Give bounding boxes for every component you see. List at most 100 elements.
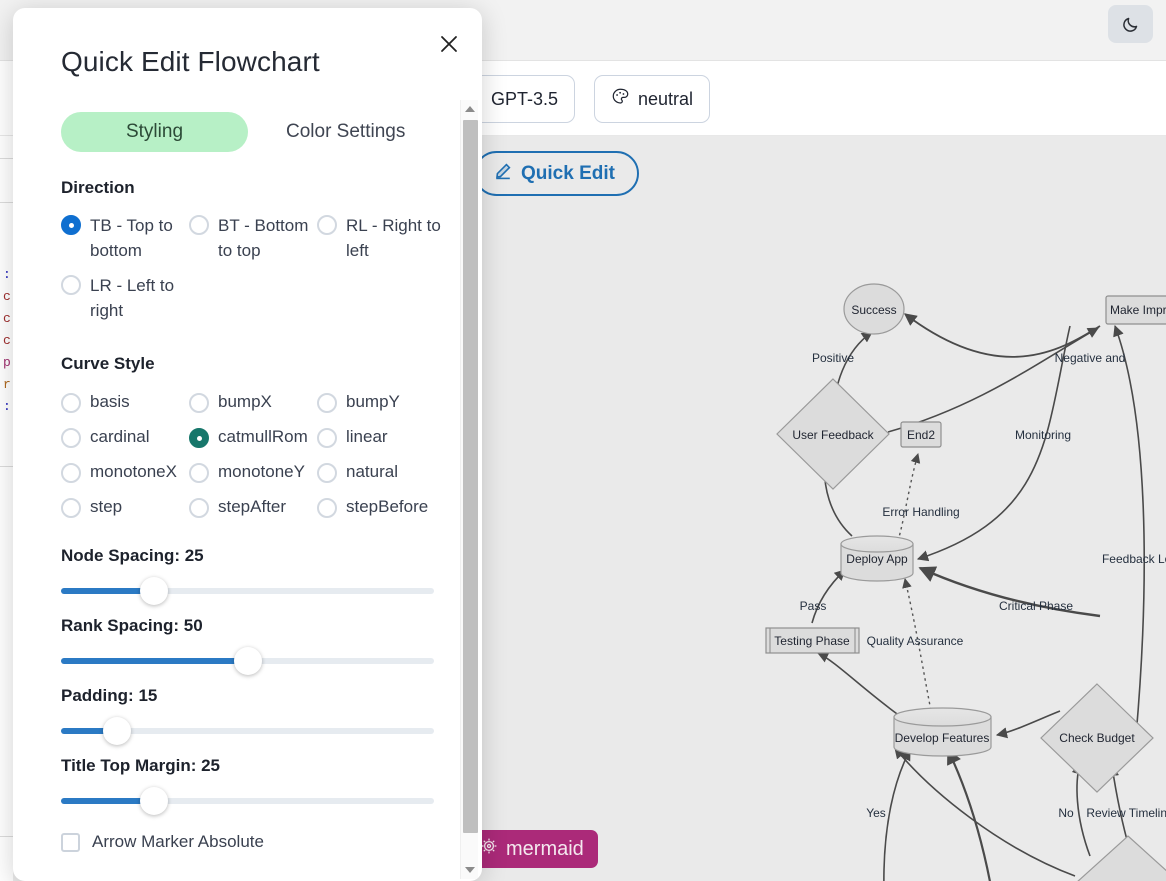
- radio-label: stepBefore: [346, 497, 429, 516]
- quick-edit-button[interactable]: Quick Edit: [474, 151, 639, 196]
- code-editor-sliver[interactable]: : c c c p r :: [0, 136, 13, 881]
- slider-track[interactable]: [61, 717, 434, 745]
- svg-text:Monitoring: Monitoring: [1015, 428, 1071, 442]
- toolbar-row: GPT-3.5 neutral: [0, 61, 1166, 136]
- arrow-marker-absolute-checkbox[interactable]: [61, 832, 80, 852]
- modal-title: Quick Edit Flowchart: [61, 46, 320, 77]
- slider-label: Node Spacing: 25: [61, 546, 204, 565]
- quick-edit-label: Quick Edit: [521, 162, 615, 184]
- pencil-icon: [494, 162, 512, 186]
- slider-node-spacing: Node Spacing: 25: [61, 546, 434, 605]
- slider-track[interactable]: [61, 647, 434, 675]
- modal-scrollbar[interactable]: [460, 100, 478, 879]
- slider-track[interactable]: [61, 787, 434, 815]
- mermaid-badge[interactable]: mermaid: [466, 830, 598, 868]
- radio-direction-bt[interactable]: BT - Bottom to top: [189, 208, 317, 268]
- svg-text:Negative and: Negative and: [1055, 351, 1126, 365]
- dark-mode-toggle[interactable]: [1108, 5, 1153, 43]
- svg-text:No: No: [1058, 806, 1074, 820]
- radio-label: stepAfter: [218, 497, 287, 516]
- close-icon[interactable]: [434, 29, 464, 59]
- radio-indicator: [61, 462, 81, 483]
- scroll-down-arrow-icon[interactable]: [461, 861, 479, 879]
- theme-selector-button[interactable]: neutral: [594, 75, 711, 123]
- scroll-up-arrow-icon[interactable]: [461, 100, 479, 118]
- arrow-marker-absolute-label: Arrow Marker Absolute: [92, 832, 264, 851]
- radio-direction-tb[interactable]: TB - Top to bottom: [61, 208, 189, 268]
- svg-text:Critical Phase: Critical Phase: [999, 599, 1073, 613]
- slider-title-top-margin: Title Top Margin: 25: [61, 756, 434, 815]
- radio-direction-rl[interactable]: RL - Right to left: [317, 208, 445, 268]
- radio-label: step: [90, 497, 123, 516]
- radio-curve-cardinal[interactable]: cardinal: [61, 419, 189, 454]
- radio-curve-basis[interactable]: basis: [61, 384, 189, 419]
- svg-text:Error Handling: Error Handling: [882, 505, 959, 519]
- arrow-marker-absolute-row[interactable]: Arrow Marker Absolute: [61, 832, 434, 881]
- model-selector-button[interactable]: GPT-3.5: [474, 75, 576, 123]
- modal-tabs: Styling Color Settings: [61, 98, 434, 152]
- radio-curve-stepbefore[interactable]: stepBefore: [317, 489, 445, 524]
- curve-style-radio-group: basis bumpX bumpY cardinal: [61, 384, 434, 524]
- svg-text:Yes: Yes: [866, 806, 886, 820]
- radio-indicator: [189, 215, 209, 235]
- radio-label: bumpX: [218, 392, 272, 411]
- code-line: :: [3, 267, 11, 282]
- slider-thumb[interactable]: [140, 577, 169, 605]
- slider-padding: Padding: 15: [61, 686, 434, 745]
- svg-text:Check Budget: Check Budget: [1059, 731, 1135, 745]
- svg-text:Review Timeline: Review Timeline: [1086, 806, 1166, 820]
- radio-curve-monotoney[interactable]: monotoneY: [189, 454, 317, 489]
- slider-thumb[interactable]: [102, 717, 131, 745]
- palette-icon: [611, 87, 630, 111]
- code-line: c: [3, 311, 11, 326]
- radio-indicator: [61, 392, 81, 413]
- radio-curve-monotonex[interactable]: monotoneX: [61, 454, 189, 489]
- radio-indicator: [317, 497, 337, 518]
- scrollbar-thumb[interactable]: [463, 120, 478, 833]
- slider-fill: [61, 798, 155, 804]
- model-label: GPT-3.5: [491, 88, 559, 109]
- slider-thumb[interactable]: [140, 787, 169, 815]
- tab-color-settings[interactable]: Color Settings: [286, 121, 406, 142]
- svg-text:Success: Success: [851, 303, 896, 317]
- radio-curve-catmullrom[interactable]: catmullRom: [189, 419, 317, 454]
- quick-edit-flowchart-modal: Quick Edit Flowchart Styling Color Setti…: [13, 8, 482, 881]
- svg-text:Feedback Loo: Feedback Loo: [1102, 552, 1166, 566]
- svg-text:Deploy App: Deploy App: [846, 552, 908, 566]
- slider-rank-spacing: Rank Spacing: 50: [61, 616, 434, 675]
- direction-radio-group: TB - Top to bottom BT - Bottom to top RL…: [61, 208, 441, 328]
- svg-text:User Feedback: User Feedback: [792, 428, 874, 442]
- radio-label: RL - Right to left: [346, 216, 441, 260]
- slider-thumb[interactable]: [233, 647, 262, 675]
- radio-curve-linear[interactable]: linear: [317, 419, 445, 454]
- radio-curve-step[interactable]: step: [61, 489, 189, 524]
- tab-styling[interactable]: Styling: [61, 112, 248, 152]
- svg-text:End2: End2: [907, 428, 935, 442]
- theme-label: neutral: [638, 88, 694, 109]
- radio-indicator: [189, 497, 209, 518]
- radio-indicator: [61, 497, 81, 518]
- slider-track[interactable]: [61, 577, 434, 605]
- radio-label: bumpY: [346, 392, 400, 411]
- direction-heading: Direction: [61, 178, 135, 197]
- slider-label: Padding: 15: [61, 686, 158, 705]
- radio-curve-bumpx[interactable]: bumpX: [189, 384, 317, 419]
- radio-curve-bumpy[interactable]: bumpY: [317, 384, 445, 419]
- modal-scroll-area[interactable]: Styling Color Settings Direction TB - To…: [13, 98, 482, 881]
- flowchart-canvas[interactable]: Success Make Impro User Feedback End2: [0, 136, 1166, 881]
- code-line: r: [3, 377, 11, 392]
- curve-style-heading: Curve Style: [61, 354, 155, 373]
- code-line: :: [3, 399, 11, 414]
- radio-label: basis: [90, 392, 130, 411]
- radio-direction-lr[interactable]: LR - Left to right: [61, 268, 189, 328]
- radio-label: linear: [346, 427, 388, 446]
- svg-text:Testing Phase: Testing Phase: [774, 634, 850, 648]
- radio-curve-natural[interactable]: natural: [317, 454, 445, 489]
- slider-fill: [61, 728, 117, 734]
- radio-label: monotoneX: [90, 462, 177, 481]
- svg-text:Make Impro: Make Impro: [1110, 303, 1166, 317]
- moon-icon: [1121, 14, 1141, 34]
- slider-label: Rank Spacing: 50: [61, 616, 203, 635]
- radio-curve-stepafter[interactable]: stepAfter: [189, 489, 317, 524]
